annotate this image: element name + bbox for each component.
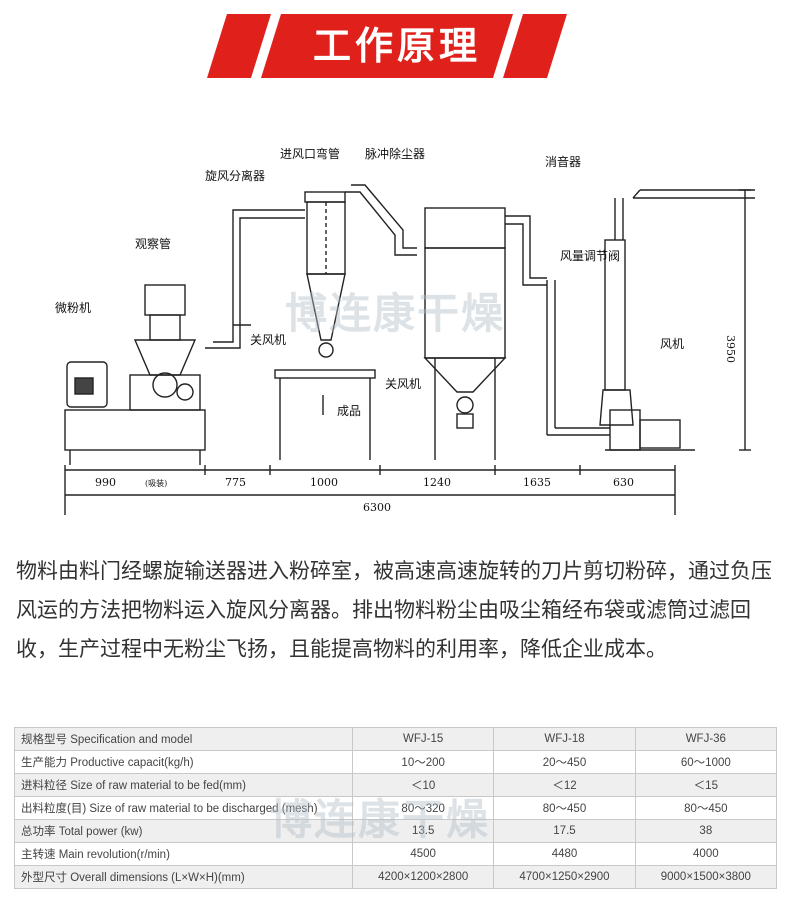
label-observation: 观察管 bbox=[135, 236, 171, 251]
fan-motor bbox=[639, 419, 681, 449]
table-cell: 38 bbox=[634, 819, 778, 843]
table-cell: 17.5 bbox=[493, 819, 636, 843]
table-cell: 13.5 bbox=[351, 819, 495, 843]
dim-6300: 6300 bbox=[363, 501, 391, 514]
process-diagram: 进风口弯管 脉冲除尘器 旋风分离器 观察管 消音器 微粉机 风量调节阀 关风机 … bbox=[55, 146, 755, 515]
fan-housing bbox=[609, 409, 641, 451]
label-air-regulator: 风量调节阀 bbox=[560, 249, 620, 263]
table-row: 外型尺寸 Overall dimensions (L×W×H)(mm)4200×… bbox=[14, 865, 778, 889]
table-cell: 80～320 bbox=[351, 796, 495, 820]
table-cell: 4700×1250×2900 bbox=[493, 865, 636, 889]
table-row: 进料粒径 Size of raw material to be fed(mm)＜… bbox=[14, 773, 778, 797]
row-label: 规格型号 Specification and model bbox=[14, 727, 353, 751]
label-pulse-dust: 脉冲除尘器 bbox=[365, 146, 425, 161]
row-label: 外型尺寸 Overall dimensions (L×W×H)(mm) bbox=[14, 865, 353, 889]
dim-1000: 1000 bbox=[310, 476, 338, 489]
pulverizer-hopper bbox=[133, 339, 197, 376]
label-muffler: 消音器 bbox=[545, 154, 581, 169]
label-pulverizer: 微粉机 bbox=[55, 301, 91, 315]
dim-3950: 3950 bbox=[724, 335, 737, 363]
row-label: 进料粒径 Size of raw material to be fed(mm) bbox=[14, 773, 353, 797]
row-label: 出料粒度(目) Size of raw material to be disch… bbox=[14, 796, 353, 820]
dim-630: 630 bbox=[613, 476, 634, 489]
label-product: 成品 bbox=[337, 404, 361, 418]
table-cell: 80～450 bbox=[634, 796, 778, 820]
table-cell: 4480 bbox=[493, 842, 636, 866]
table-cell: WFJ-36 bbox=[634, 727, 778, 751]
banner-shape bbox=[207, 14, 567, 78]
description-text: 物料由料门经螺旋输送器进入粉碎室，被高速高速旋转的刀片剪切粉碎，通过负压风运的方… bbox=[16, 559, 772, 661]
motor-body bbox=[66, 361, 108, 408]
dust-collector-body bbox=[424, 247, 506, 359]
dim-775: 775 bbox=[225, 476, 246, 489]
label-fan: 风机 bbox=[660, 337, 684, 351]
dim-1635: 1635 bbox=[523, 476, 551, 489]
table-cell: WFJ-15 bbox=[351, 727, 495, 751]
label-air-lock-2: 关风机 bbox=[385, 377, 421, 391]
table-cell: 60～1000 bbox=[634, 750, 778, 774]
table-cell: 20～450 bbox=[493, 750, 636, 774]
table-cell: 4200×1200×2800 bbox=[351, 865, 495, 889]
label-air-lock-1: 关风机 bbox=[250, 333, 286, 347]
label-cyclone: 旋风分离器 bbox=[205, 168, 265, 183]
table-cell: 10～200 bbox=[351, 750, 495, 774]
dim-1240: 1240 bbox=[423, 476, 451, 489]
pipe-to-cyclone bbox=[205, 217, 305, 349]
dust-collector-cone bbox=[423, 357, 507, 393]
table-row: 出料粒度(目) Size of raw material to be disch… bbox=[14, 796, 778, 820]
table-cell: 4000 bbox=[634, 842, 778, 866]
table-cell: 80～450 bbox=[493, 796, 636, 820]
row-label: 生产能力 Productive capacit(kg/h) bbox=[14, 750, 353, 774]
dust-collector-top bbox=[424, 207, 506, 249]
dim-tail: (吸装) bbox=[145, 478, 167, 488]
row-label: 主转速 Main revolution(r/min) bbox=[14, 842, 353, 866]
label-inlet-elbow: 进风口弯管 bbox=[280, 146, 340, 161]
machine-base bbox=[64, 409, 206, 451]
pulverizer-motor bbox=[144, 284, 186, 316]
section-banner: 工作原理 bbox=[207, 14, 587, 78]
table-cell: WFJ-18 bbox=[493, 727, 636, 751]
table-cell: ＜15 bbox=[634, 773, 778, 797]
cyclone-cone bbox=[306, 273, 346, 341]
table-cell: 4500 bbox=[351, 842, 495, 866]
table-cell: ＜10 bbox=[351, 773, 495, 797]
table-cell: 9000×1500×3800 bbox=[634, 865, 778, 889]
row-label: 总功率 Total power (kw) bbox=[14, 819, 353, 843]
dim-990: 990 bbox=[95, 476, 116, 489]
table-cell: ＜12 bbox=[493, 773, 636, 797]
banner-title: 工作原理 bbox=[312, 24, 481, 68]
